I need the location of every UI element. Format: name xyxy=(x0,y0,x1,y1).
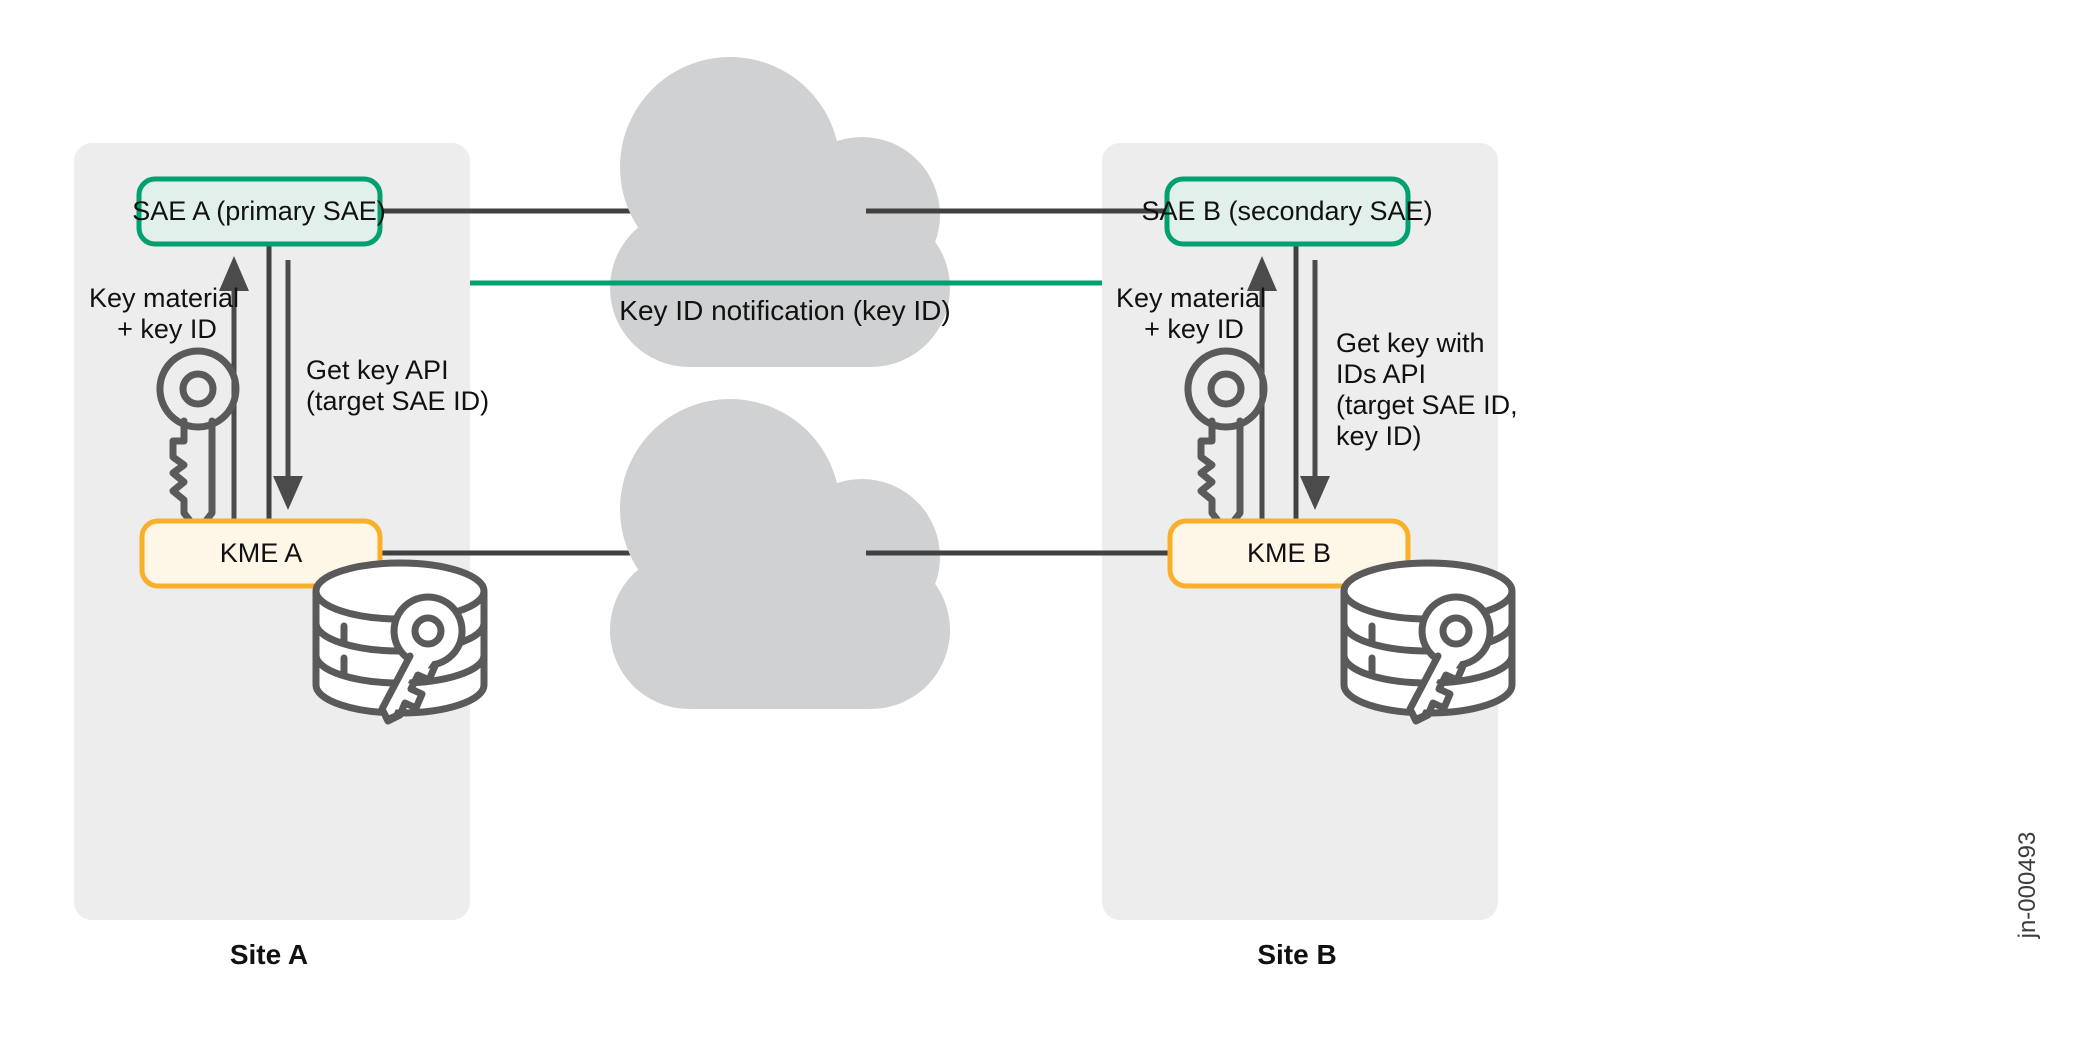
node-sae-b[interactable]: SAE B (secondary SAE) xyxy=(1141,176,1433,247)
label-key-material-b-line2: + key ID xyxy=(1144,314,1244,344)
arrow-get-key-with-ids-api-b xyxy=(1300,260,1330,510)
node-kme-b[interactable]: KME B xyxy=(1167,518,1411,589)
site-b-group: SAE B (secondary SAE) KME B Key material… xyxy=(866,143,1518,970)
node-sae-b-label: SAE B (secondary SAE) xyxy=(1141,196,1432,226)
label-key-id-notification: Key ID notification (key ID) xyxy=(619,295,950,326)
label-get-key-with-ids-api-b-line4: key ID) xyxy=(1336,421,1422,451)
node-sae-a[interactable]: SAE A (primary SAE) xyxy=(132,176,386,247)
label-key-material-a-line1: Key material xyxy=(89,283,239,313)
label-get-key-api-a-line1: Get key API xyxy=(306,355,449,385)
arrow-get-key-api-a xyxy=(273,260,303,510)
label-get-key-api-a-line2: (target SAE ID) xyxy=(306,386,489,416)
label-key-material-a-line2: + key ID xyxy=(117,314,217,344)
watermark-id: jn-000493 xyxy=(2014,832,2041,940)
node-kme-a-label: KME A xyxy=(220,538,303,568)
label-get-key-with-ids-api-b-line1: Get key with xyxy=(1336,328,1485,358)
site-a-group: SAE A (primary SAE) KME A Key material +… xyxy=(74,143,706,970)
node-kme-a[interactable]: KME A xyxy=(139,518,383,589)
node-sae-a-label: SAE A (primary SAE) xyxy=(132,196,386,226)
node-kme-b-label: KME B xyxy=(1247,538,1331,568)
label-get-key-with-ids-api-b-line2: IDs API xyxy=(1336,359,1426,389)
database-key-icon xyxy=(1344,563,1512,721)
site-b-caption: Site B xyxy=(1257,939,1336,970)
site-a-caption: Site A xyxy=(230,939,308,970)
database-key-icon xyxy=(316,563,484,721)
center-group: Key ID notification (key ID) xyxy=(470,57,1472,709)
label-get-key-with-ids-api-b-line3: (target SAE ID, xyxy=(1336,390,1518,420)
label-key-material-b-line1: Key material xyxy=(1116,283,1266,313)
